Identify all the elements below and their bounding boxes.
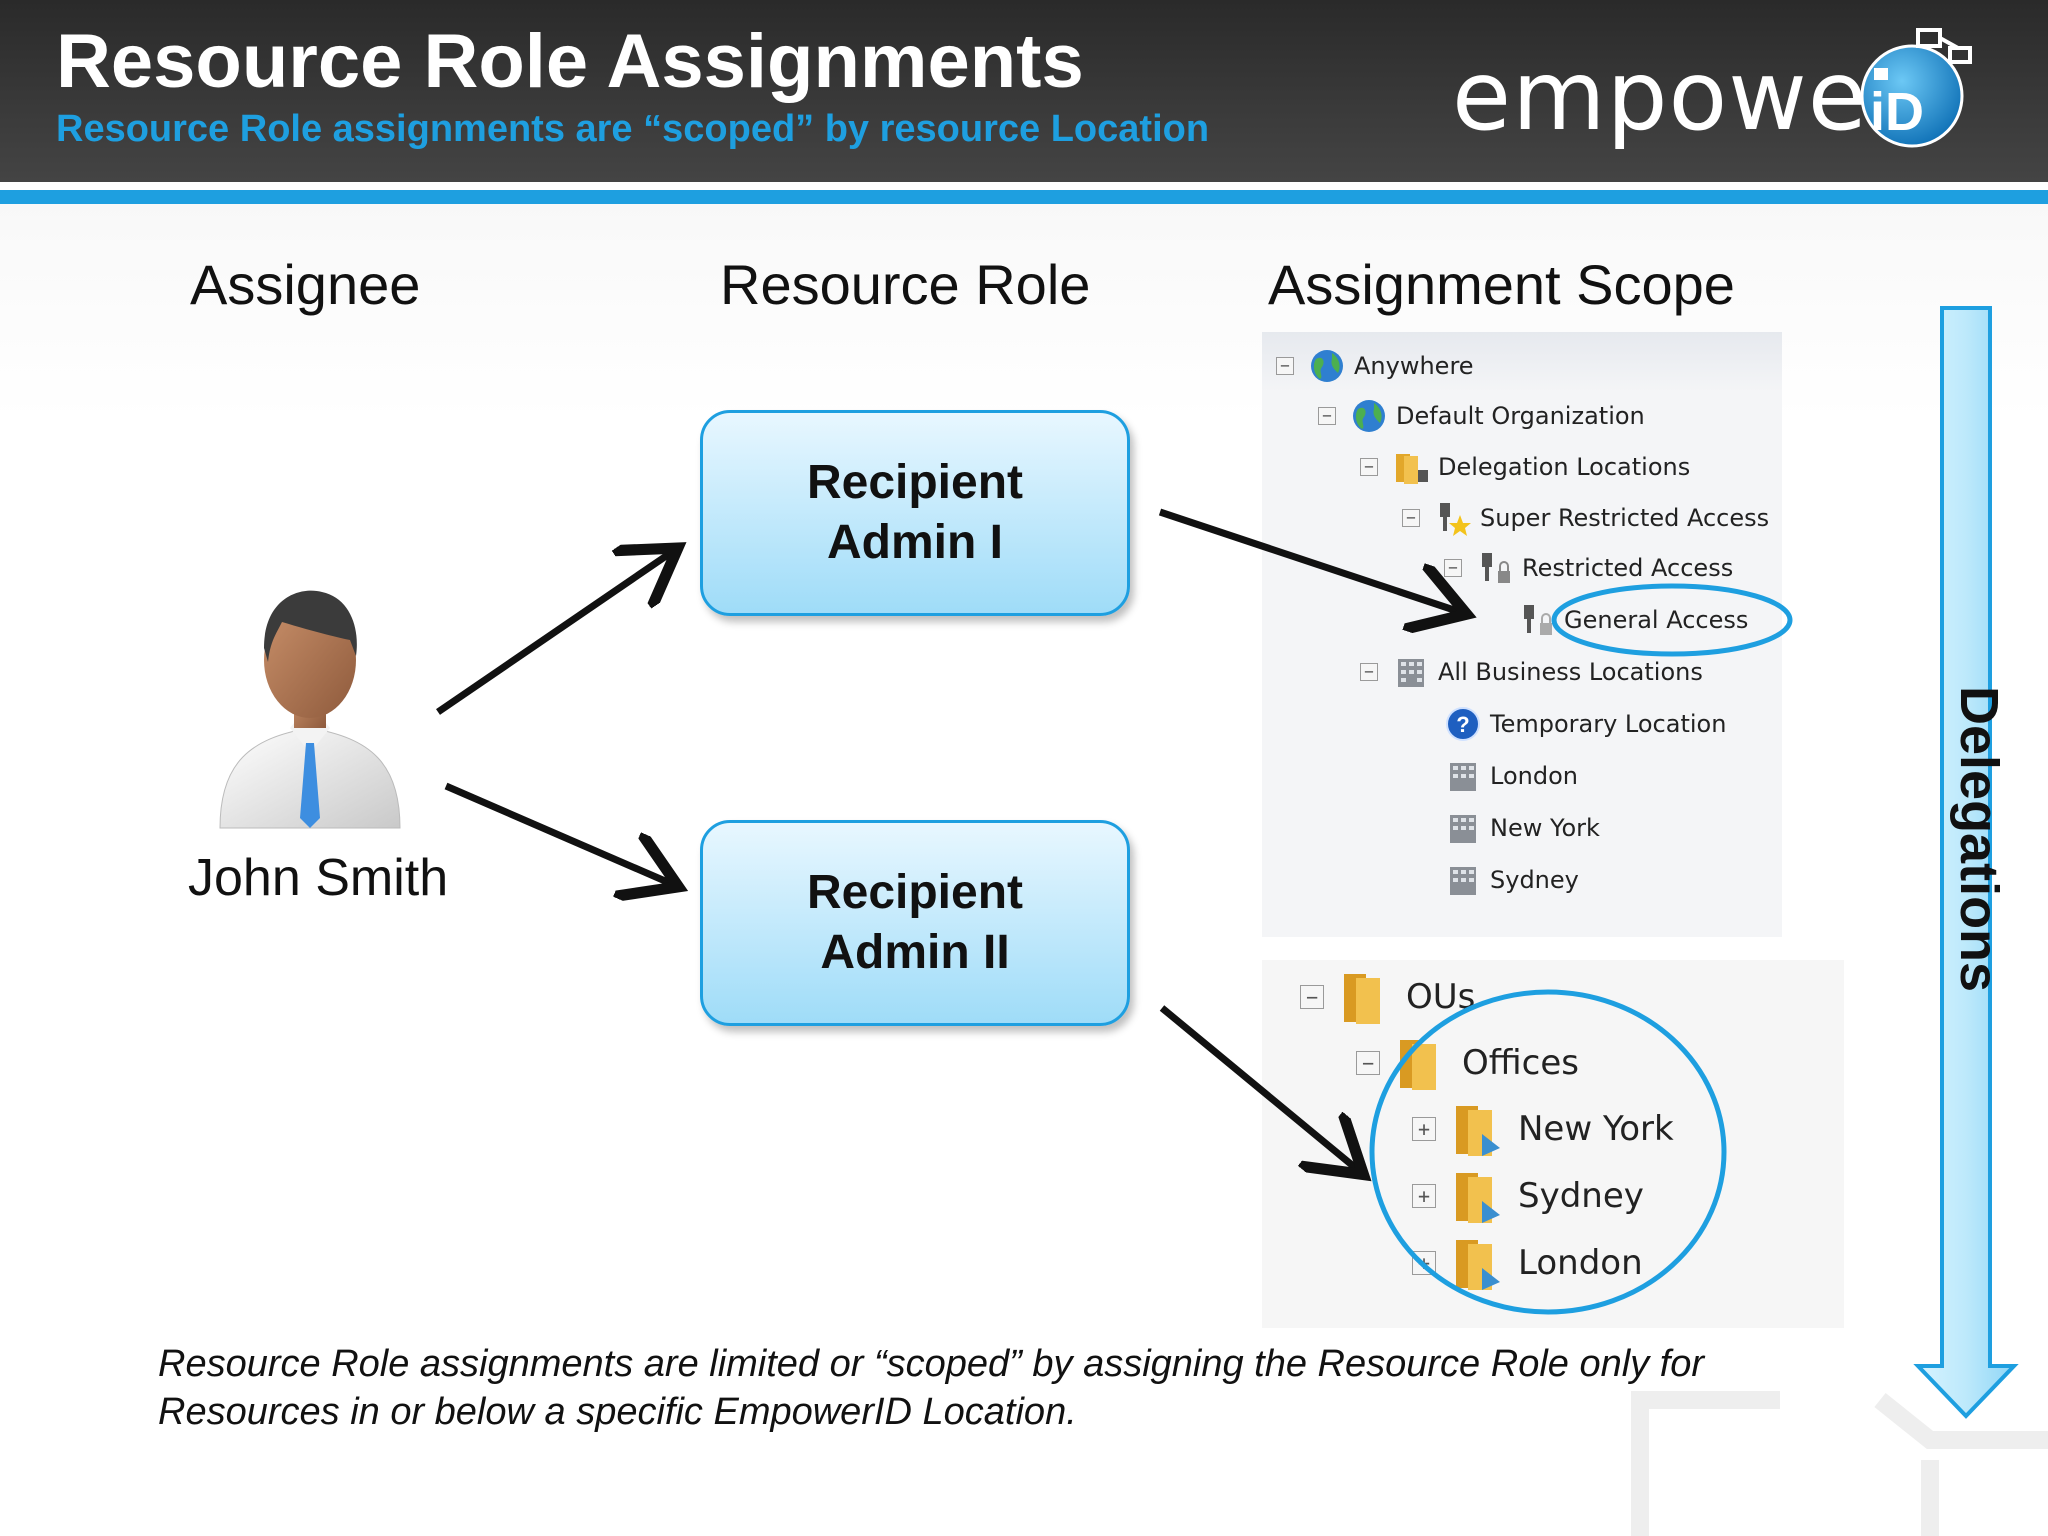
column-heading-assignee: Assignee bbox=[190, 253, 421, 316]
collapse-icon[interactable]: − bbox=[1402, 509, 1420, 527]
arrow-assignee-to-role-2 bbox=[444, 782, 672, 884]
highlight-general-access bbox=[1551, 583, 1793, 657]
collapse-icon[interactable]: − bbox=[1360, 458, 1378, 476]
key-lock-icon bbox=[1524, 605, 1552, 635]
tree-item-label: London bbox=[1490, 762, 1578, 790]
tree-item-label: Delegation Locations bbox=[1438, 453, 1691, 481]
ou-item-label: Offices bbox=[1462, 1043, 1579, 1083]
tree-item-label: General Access bbox=[1564, 606, 1749, 634]
logo-badge-text: iD bbox=[1870, 82, 1924, 142]
key-star-icon bbox=[1440, 503, 1471, 536]
highlight-offices-subtree bbox=[1369, 989, 1727, 1315]
watermark-shape bbox=[1631, 1391, 2048, 1536]
ou-item-ous[interactable]: − OUs bbox=[1300, 968, 1475, 1026]
delegations-arrow bbox=[1913, 306, 2019, 1419]
role-label-line2: Admin I bbox=[827, 516, 1003, 569]
folder-ou-icon bbox=[1456, 1173, 1500, 1223]
tree-item-label: Temporary Location bbox=[1490, 710, 1727, 738]
page-title: Resource Role Assignments bbox=[56, 19, 1084, 104]
tree-item-new-york[interactable]: New York bbox=[1444, 808, 1600, 848]
role-label-line1: Recipient bbox=[806, 456, 1024, 509]
globe-icon bbox=[1353, 400, 1385, 432]
role-box-recipient-admin-2[interactable]: Recipient Admin II bbox=[700, 820, 1130, 1026]
arrow-role-2-to-offices bbox=[1159, 1005, 1358, 1170]
ou-item-london[interactable]: + London bbox=[1412, 1234, 1643, 1292]
folder-ou-icon bbox=[1456, 1240, 1500, 1290]
header-accent-line bbox=[0, 190, 2048, 204]
folder-lock-icon bbox=[1396, 454, 1428, 484]
tree-item-default-organization[interactable]: − Default Organization bbox=[1318, 396, 1645, 436]
key-lock-icon bbox=[1482, 553, 1510, 583]
role-label-line1: Recipient bbox=[806, 866, 1024, 919]
tree-item-anywhere[interactable]: − Anywhere bbox=[1276, 346, 1474, 386]
caption-line-1: Resource Role assignments are limited or… bbox=[158, 1343, 1705, 1385]
tree-item-label: Default Organization bbox=[1396, 402, 1645, 430]
collapse-icon[interactable]: − bbox=[1300, 985, 1324, 1009]
building-icon bbox=[1450, 815, 1476, 843]
tree-item-temporary-location[interactable]: ? Temporary Location bbox=[1444, 704, 1726, 744]
ou-item-new-york[interactable]: + New York bbox=[1412, 1100, 1674, 1158]
tree-item-general-access[interactable]: General Access bbox=[1518, 600, 1748, 640]
tree-item-label: Super Restricted Access bbox=[1480, 504, 1770, 532]
caption-line-2: Resources in or below a specific Empower… bbox=[158, 1391, 1077, 1433]
tree-item-sydney[interactable]: Sydney bbox=[1444, 860, 1579, 900]
arrow-role-1-to-general-access bbox=[1158, 508, 1460, 612]
location-tree-panel: − Anywhere − Default Organization − Dele… bbox=[1262, 332, 1782, 937]
building-icon bbox=[1450, 763, 1476, 791]
header-bar bbox=[0, 0, 2048, 182]
tree-item-label: Anywhere bbox=[1354, 352, 1474, 380]
page-subtitle: Resource Role assignments are “scoped” b… bbox=[56, 108, 1210, 150]
ou-item-offices[interactable]: − Offices bbox=[1356, 1034, 1579, 1092]
tree-item-all-business-locations[interactable]: − All Business Locations bbox=[1360, 652, 1703, 692]
caption-text: Resource Role assignments are limited or… bbox=[158, 1340, 1858, 1436]
collapse-icon[interactable]: − bbox=[1318, 407, 1336, 425]
tree-item-delegation-locations[interactable]: − Delegation Locations bbox=[1360, 447, 1690, 487]
role-box-recipient-admin-1[interactable]: Recipient Admin I bbox=[700, 410, 1130, 616]
tree-item-label: Sydney bbox=[1490, 866, 1579, 894]
delegations-label: Delegations bbox=[1949, 686, 2009, 993]
tree-item-label: Restricted Access bbox=[1522, 554, 1734, 582]
globe-icon bbox=[1311, 350, 1343, 382]
ou-item-label: Sydney bbox=[1518, 1176, 1644, 1216]
expand-icon[interactable]: + bbox=[1412, 1184, 1436, 1208]
column-heading-resource-role: Resource Role bbox=[720, 253, 1091, 316]
person-icon bbox=[219, 590, 401, 829]
collapse-icon[interactable]: − bbox=[1360, 663, 1378, 681]
expand-icon[interactable]: + bbox=[1412, 1117, 1436, 1141]
folder-icon bbox=[1344, 974, 1380, 1024]
folder-icon bbox=[1400, 1040, 1436, 1090]
tree-item-super-restricted-access[interactable]: − Super Restricted Access bbox=[1402, 498, 1769, 538]
tree-item-label: New York bbox=[1490, 814, 1600, 842]
role-label-line2: Admin II bbox=[820, 926, 1010, 979]
building-icon bbox=[1398, 659, 1424, 687]
arrow-assignee-to-role-1 bbox=[436, 552, 672, 715]
collapse-icon[interactable]: − bbox=[1356, 1051, 1380, 1075]
logo-badge-icon: iD bbox=[1860, 28, 1972, 148]
building-icon bbox=[1450, 867, 1476, 895]
tree-item-label: All Business Locations bbox=[1438, 658, 1703, 686]
tree-item-london[interactable]: London bbox=[1444, 756, 1578, 796]
assignee-name: John Smith bbox=[188, 849, 449, 907]
svg-text:?: ? bbox=[1456, 712, 1469, 737]
ou-item-sydney[interactable]: + Sydney bbox=[1412, 1167, 1644, 1225]
question-icon: ? bbox=[1446, 707, 1480, 741]
collapse-icon[interactable]: − bbox=[1276, 357, 1294, 375]
logo-wordmark: empower bbox=[1452, 40, 1909, 152]
header-divider bbox=[0, 182, 2048, 190]
folder-ou-icon bbox=[1456, 1106, 1500, 1156]
ou-item-label: New York bbox=[1518, 1109, 1674, 1149]
ou-item-label: London bbox=[1518, 1243, 1643, 1283]
column-heading-assignment-scope: Assignment Scope bbox=[1268, 253, 1735, 316]
